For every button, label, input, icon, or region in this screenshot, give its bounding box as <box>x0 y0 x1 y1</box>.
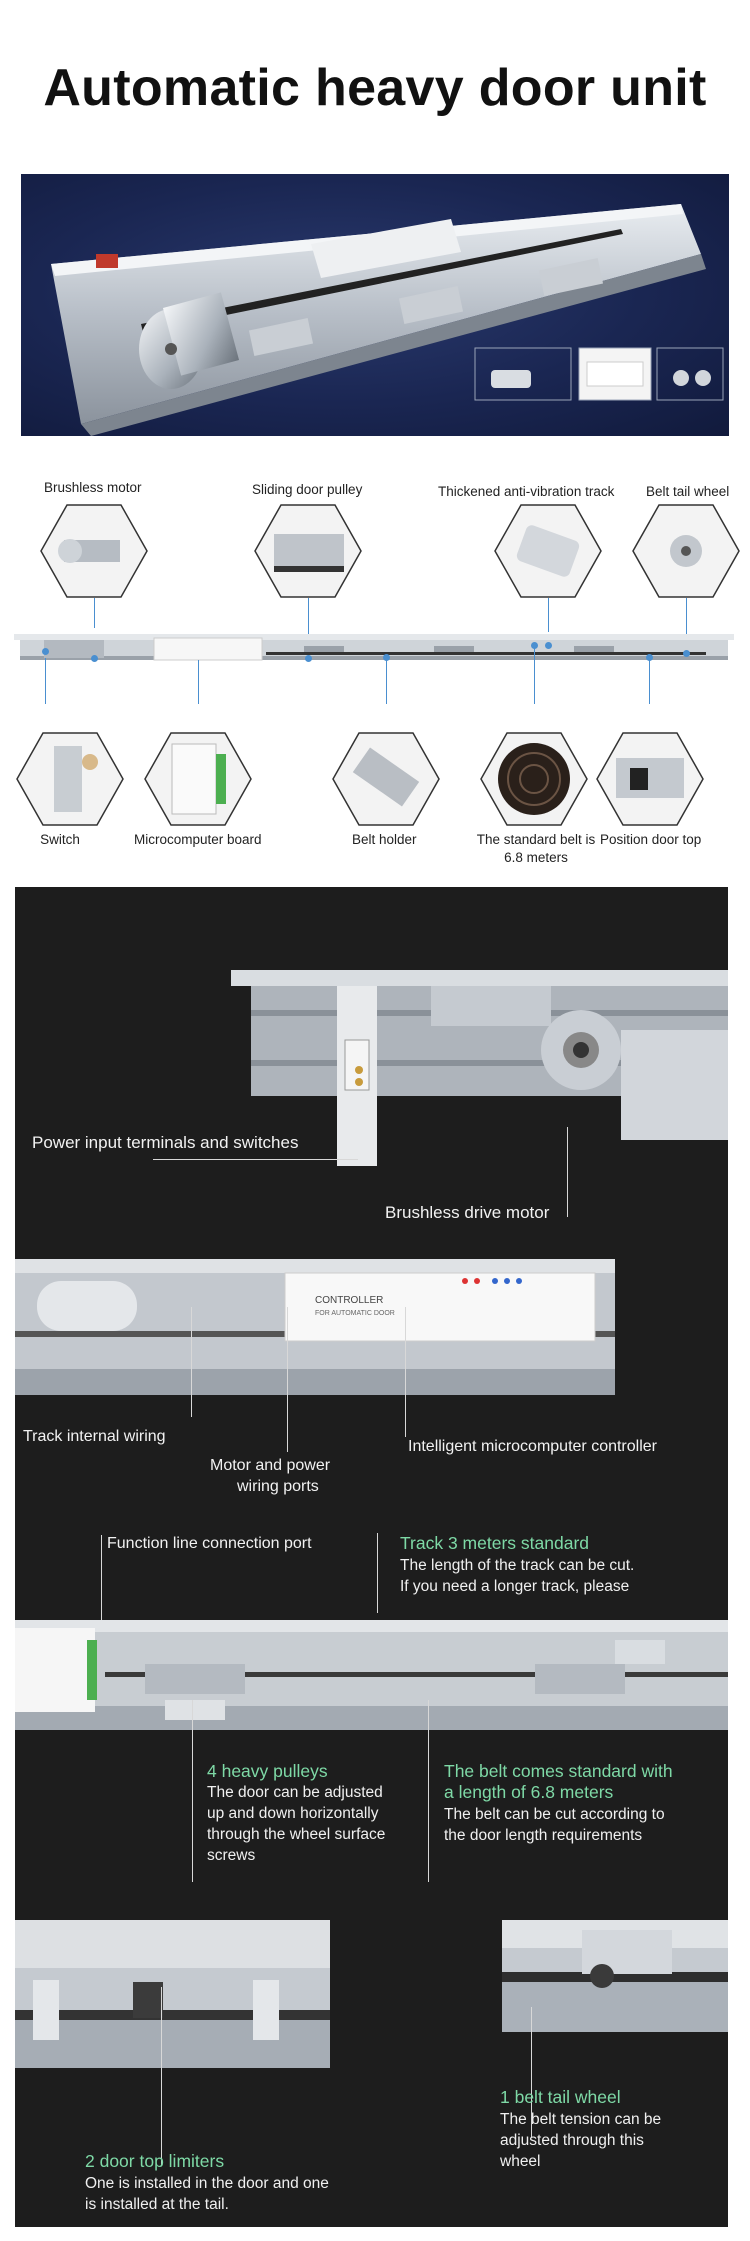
label-switch: Switch <box>40 832 80 847</box>
title-belt-tail-wheel: 1 belt tail wheel <box>500 2087 621 2107</box>
text-belt-desc-2: the door length requirements <box>444 1827 643 1844</box>
hex-standard-belt <box>480 732 588 826</box>
label-standard-belt-1: The standard belt is <box>476 832 596 847</box>
text-track-desc-1: The length of the track can be cut. <box>400 1557 635 1574</box>
label-brushless-motor: Brushless motor <box>44 480 142 495</box>
text-tail-desc-2: adjusted through this <box>500 2132 644 2149</box>
hex-brushless-motor <box>40 504 148 598</box>
component-diagram: Brushless motor Sliding door pulley Thic… <box>0 470 750 870</box>
title-track-standard: Track 3 meters standard <box>400 1533 590 1553</box>
text-pulleys-desc-4: screws <box>207 1847 256 1864</box>
marker-dot <box>383 654 390 661</box>
label-belt-holder: Belt holder <box>352 832 417 847</box>
leader-line <box>548 598 549 632</box>
text-tail-desc-3: wheel <box>500 2153 541 2170</box>
text-motor-ports-2: wiring ports <box>237 1478 319 1495</box>
leader-line <box>686 598 687 638</box>
marker-dot <box>545 642 552 649</box>
leader-line <box>287 1307 288 1452</box>
marker-dot <box>42 648 49 655</box>
text-track-wiring: Track internal wiring <box>23 1428 166 1445</box>
leader-line <box>45 658 46 704</box>
photo-controller: CONTROLLER FOR AUTOMATIC DOOR <box>15 1259 615 1395</box>
text-motor-ports-1: Motor and power <box>210 1457 331 1474</box>
text-belt-desc-1: The belt can be cut according to <box>444 1806 665 1823</box>
feature-details-panel: Power input terminals and switches Brush… <box>15 887 728 2227</box>
text-limiters-desc-2: is installed at the tail. <box>85 2196 229 2213</box>
door-operator-illustration <box>51 204 724 436</box>
photo-track-pulleys <box>15 1620 728 1730</box>
leader-line <box>386 660 387 704</box>
title-door-limiters: 2 door top limiters <box>85 2151 225 2171</box>
label-microcomputer-board: Microcomputer board <box>134 832 262 847</box>
photo-door-limiter <box>15 1920 330 2068</box>
marker-dot <box>683 650 690 657</box>
label-belt-tail-wheel: Belt tail wheel <box>646 484 730 499</box>
label-anti-vibration-track: Thickened anti-vibration track <box>438 484 615 499</box>
text-pulleys-desc-2: up and down horizontally <box>207 1805 379 1822</box>
leader-line <box>161 1987 162 2165</box>
text-limiters-desc-1: One is installed in the door and one <box>85 2175 329 2192</box>
hex-microcomputer-board <box>144 732 252 826</box>
photo-motor-terminals <box>231 970 728 1166</box>
marker-dot <box>646 654 653 661</box>
hero-product-image <box>21 174 729 436</box>
text-track-desc-2: If you need a longer track, please <box>400 1578 630 1595</box>
leader-line <box>198 660 199 704</box>
text-function-port: Function line connection port <box>107 1535 312 1552</box>
label-sliding-door-pulley: Sliding door pulley <box>252 482 363 497</box>
text-tail-desc-1: The belt tension can be <box>500 2111 662 2128</box>
hex-belt-tail-wheel <box>632 504 740 598</box>
leader-line <box>153 1159 358 1160</box>
marker-dot <box>531 642 538 649</box>
hex-position-door-top <box>596 732 704 826</box>
leader-line <box>428 1700 429 1882</box>
text-pulleys-desc-3: through the wheel surface <box>207 1826 386 1843</box>
controller-sublabel: FOR AUTOMATIC DOOR <box>315 1310 395 1317</box>
controller-label: CONTROLLER <box>315 1295 383 1306</box>
title-belt-2: a length of 6.8 meters <box>444 1782 614 1802</box>
leader-line <box>308 598 309 636</box>
leader-line <box>649 660 650 704</box>
text-pulleys-desc-1: The door can be adjusted <box>207 1784 383 1801</box>
photo-tail-wheel <box>502 1920 728 2032</box>
track-overview <box>14 634 734 661</box>
title-belt-1: The belt comes standard with <box>444 1761 673 1781</box>
leader-line <box>405 1307 406 1437</box>
leader-line <box>191 1307 192 1417</box>
label-standard-belt-2: 6.8 meters <box>504 850 568 865</box>
leader-line <box>377 1533 378 1613</box>
text-drive-motor: Brushless drive motor <box>385 1203 550 1222</box>
text-micro-controller: Intelligent microcomputer controller <box>408 1438 657 1455</box>
leader-line <box>531 2007 532 2137</box>
leader-line <box>567 1127 568 1217</box>
hex-switch <box>16 732 124 826</box>
leader-line <box>94 598 95 628</box>
label-position-door-top: Position door top <box>600 832 702 847</box>
marker-dot <box>91 655 98 662</box>
leader-line <box>192 1700 193 1882</box>
leader-line <box>534 648 535 704</box>
title-heavy-pulleys: 4 heavy pulleys <box>207 1761 328 1781</box>
leader-line <box>101 1535 102 1623</box>
text-power-input: Power input terminals and switches <box>32 1133 299 1152</box>
marker-dot <box>305 655 312 662</box>
hex-belt-holder <box>332 732 440 826</box>
page-title: Automatic heavy door unit <box>43 59 707 117</box>
hex-sliding-door-pulley <box>254 504 362 598</box>
hex-anti-vibration-track <box>494 504 602 598</box>
